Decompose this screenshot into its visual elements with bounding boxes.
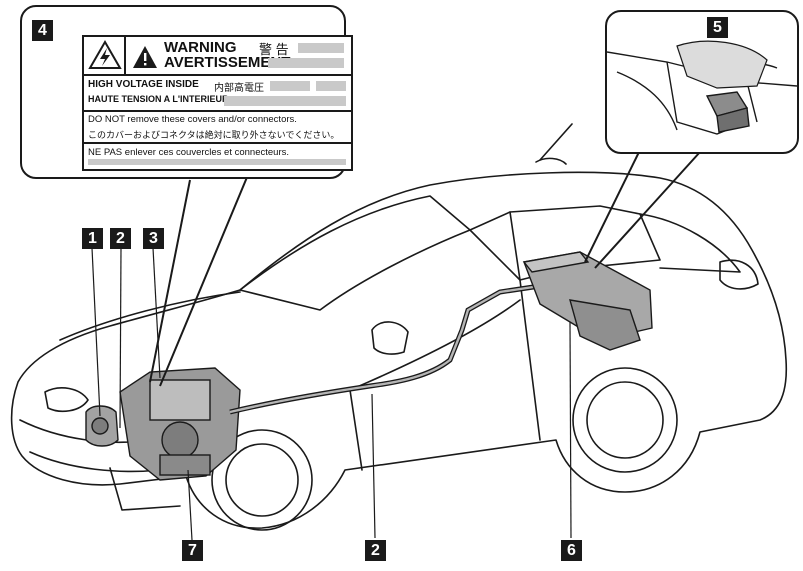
- redacted-block: [316, 81, 346, 91]
- headlight: [44, 387, 89, 413]
- leader-6: [569, 321, 572, 539]
- warning-label-callout: WARNING AVERTISSEMENT 警 告 HIGH VOLTAGE I…: [20, 5, 353, 179]
- redacted-block: [88, 159, 346, 165]
- power-cable-core: [229, 284, 541, 414]
- hv-battery: [522, 251, 653, 351]
- leader-2: [119, 247, 122, 429]
- callout4-pointer-right: [159, 169, 251, 387]
- callout5-pointer-right: [594, 151, 701, 269]
- badge-7: 7: [182, 540, 203, 561]
- warning-japanese: 警 告: [259, 42, 289, 57]
- ac-compressor: [85, 405, 119, 447]
- windshield: [239, 195, 471, 311]
- avertissement-title: AVERTISSEMENT: [164, 54, 291, 71]
- badge-3: 3: [143, 228, 164, 249]
- warning-label-header: WARNING AVERTISSEMENT 警 告: [84, 37, 351, 76]
- redacted-block: [224, 96, 346, 106]
- badge-2-bottom: 2: [365, 540, 386, 561]
- car-body-outline: [10, 171, 788, 529]
- redacted-block: [298, 43, 344, 53]
- electric-shock-icon: [88, 40, 122, 69]
- service-plug: [705, 91, 750, 133]
- redacted-block: [268, 58, 344, 68]
- leader-3: [152, 247, 161, 379]
- leader-7: [187, 469, 193, 541]
- hv-warning-label: WARNING AVERTISSEMENT 警 告 HIGH VOLTAGE I…: [82, 35, 353, 171]
- warning-title: WARNING: [164, 39, 237, 56]
- high-voltage-inside-text: HIGH VOLTAGE INSIDE: [88, 79, 199, 90]
- ne-pas-enlever-text: NE PAS enlever ces couvercles et connect…: [88, 147, 290, 158]
- inverter-and-transaxle: [119, 367, 241, 481]
- badge-2: 2: [110, 228, 131, 249]
- callout5-pointer-left: [584, 149, 641, 263]
- high-voltage-inside-japanese: 内部高電圧: [214, 83, 264, 94]
- side-mirror: [371, 321, 409, 355]
- badge-1: 1: [82, 228, 103, 249]
- callout4-pointer-left: [149, 179, 191, 383]
- warning-triangle-icon: [133, 46, 157, 68]
- service-plug-callout: [605, 10, 799, 154]
- antenna: [539, 123, 573, 161]
- badge-4: 4: [32, 20, 53, 41]
- rear-wheel: [572, 367, 678, 473]
- leader-2-bottom: [371, 393, 376, 539]
- front-wheel: [211, 429, 313, 531]
- leader-1: [91, 247, 101, 417]
- badge-6: 6: [561, 540, 582, 561]
- service-plug-detail: [607, 40, 797, 135]
- badge-5: 5: [707, 17, 728, 38]
- do-not-remove-japanese: このカバーおよびコネクタは絶対に取り外さないでください。: [88, 130, 340, 140]
- power-cable: [229, 283, 541, 415]
- do-not-remove-text: DO NOT remove these covers and/or connec…: [88, 114, 297, 125]
- haute-tension-text: HAUTE TENSION A L'INTERIEUR: [88, 94, 229, 104]
- redacted-block: [270, 81, 310, 91]
